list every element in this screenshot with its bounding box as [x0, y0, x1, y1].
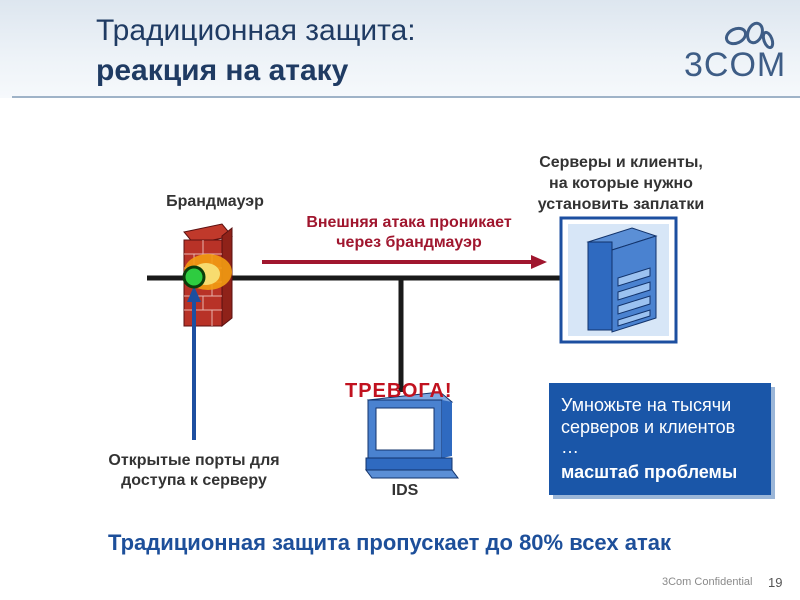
open-ports-label: Открытые порты для доступа к серверу — [86, 451, 302, 491]
callout-line3: … — [561, 437, 579, 457]
confidential-note: 3Com Confidential — [662, 576, 753, 588]
attack-label-line2: через брандмауэр — [336, 234, 482, 251]
ids-label: IDS — [391, 482, 419, 499]
header-rule — [12, 96, 800, 98]
scale-callout: Умножьте на тысячи серверов и клиентов …… — [549, 383, 771, 495]
server-icon — [559, 216, 678, 344]
slide-header — [0, 0, 800, 98]
firewall-label: Брандмауэр — [166, 193, 264, 210]
company-logo: 3COM — [684, 46, 787, 84]
attack-label: Внешняя атака проникает через брандмауэр — [268, 213, 550, 253]
attack-arrow — [262, 255, 547, 269]
slide-title: Традиционная защита: — [96, 14, 416, 47]
logo-mark-icon — [724, 21, 775, 50]
open-ports-arrow — [187, 286, 201, 440]
page-number: 19 — [768, 575, 783, 590]
open-ports-label-line1: Открытые порты для — [108, 452, 280, 469]
ids-monitor-icon — [365, 391, 459, 479]
servers-label: Серверы и клиенты, на которые нужно уста… — [506, 152, 736, 215]
summary-statement: Традиционная защита пропускает до 80% вс… — [108, 530, 671, 555]
attack-label-line1: Внешняя атака проникает — [306, 214, 512, 231]
servers-label-line3: установить заплатки — [537, 196, 705, 213]
callout-line1: Умножьте на тысячи — [561, 395, 732, 415]
callout-line2: серверов и клиентов — [561, 417, 736, 437]
slide-subtitle: реакция на атаку — [96, 54, 349, 87]
alarm-label: ТРЕВОГА! — [345, 380, 453, 402]
open-ports-label-line2: доступа к серверу — [121, 472, 267, 489]
servers-label-line2: на которые нужно — [549, 175, 693, 192]
callout-line4: масштаб проблемы — [561, 462, 738, 482]
open-port-icon — [182, 265, 206, 289]
servers-label-line1: Серверы и клиенты, — [539, 154, 703, 171]
